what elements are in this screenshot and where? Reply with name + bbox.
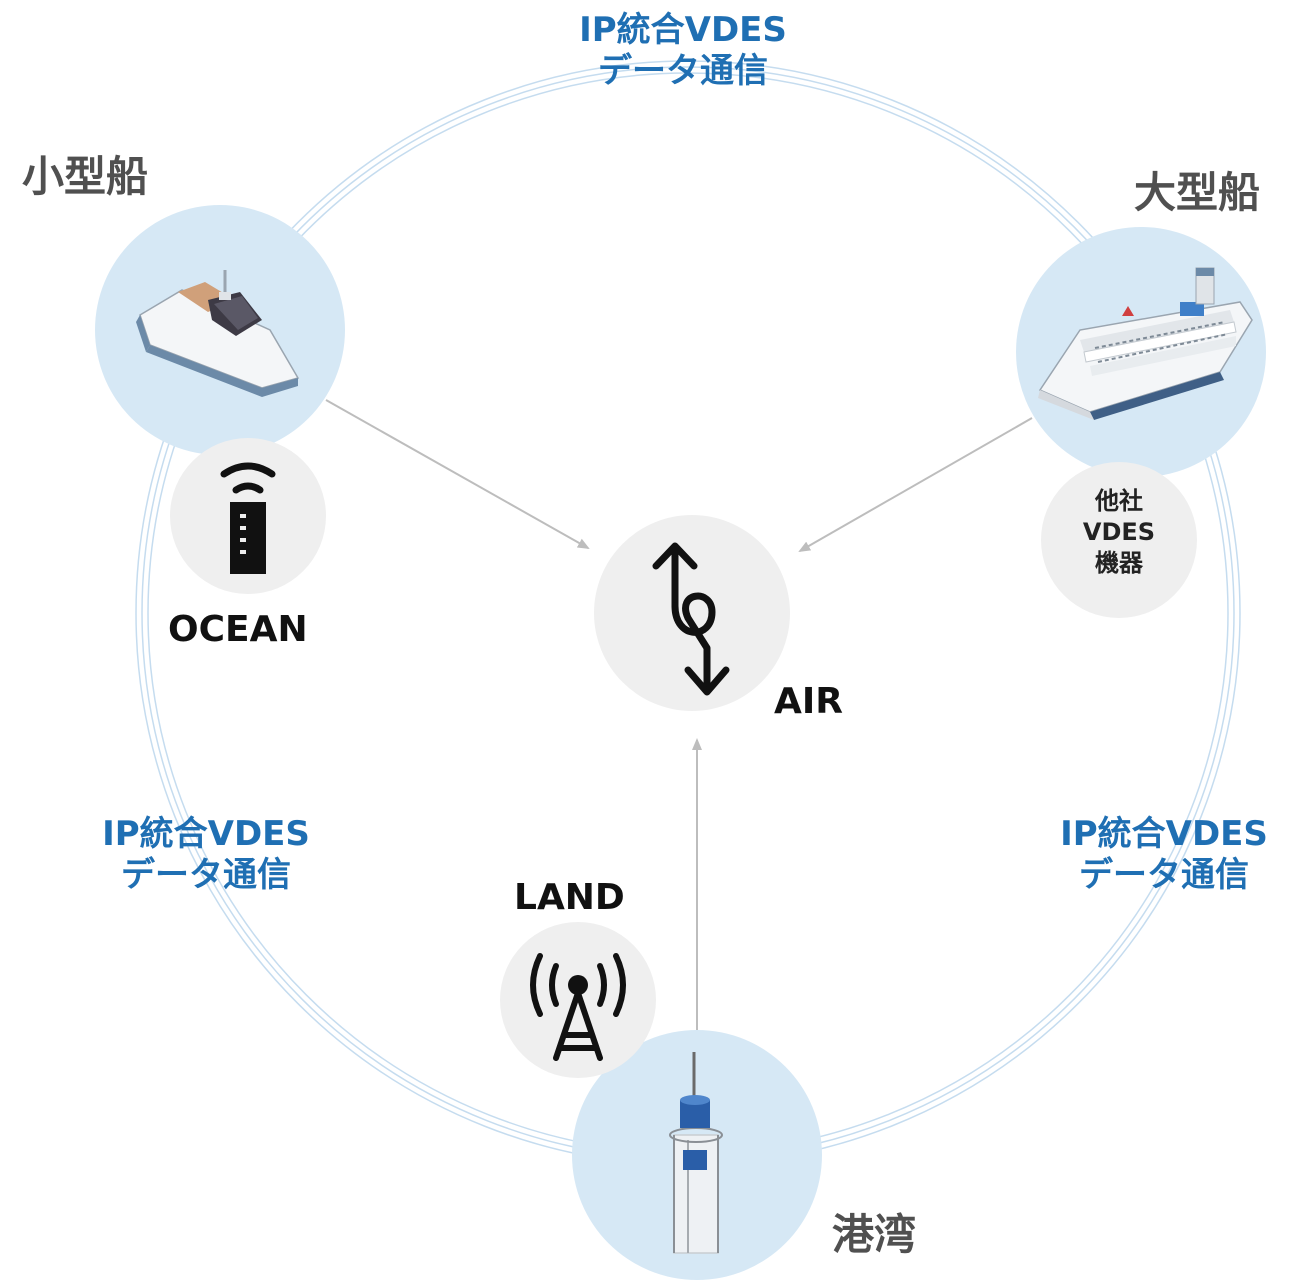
harbor-node — [572, 1030, 822, 1280]
small-ship-label: 小型船 — [22, 152, 149, 201]
other-vendor-label-line2: VDES — [1082, 518, 1156, 547]
air-device — [594, 515, 790, 711]
ocean-transceiver-icon — [220, 462, 276, 574]
harbor-antenna-mast-icon — [669, 1052, 723, 1254]
ocean-device — [170, 438, 326, 594]
link-label-top-line1: IP統合VDES — [579, 10, 787, 50]
other-vendor-label-line1: 他社 — [1095, 487, 1143, 515]
land-label: LAND — [514, 877, 625, 918]
arrows — [325, 399, 1033, 1030]
link-label-top: IP統合VDES データ通信 — [553, 10, 813, 92]
large-ship-node — [1016, 227, 1266, 477]
air-bidirectional-arrow-icon — [652, 542, 730, 696]
link-label-right-line2: データ通信 — [1079, 854, 1249, 895]
other-vendor-label: 他社 VDES 機器 — [1059, 486, 1179, 580]
link-label-right-line1: IP統合VDES — [1060, 814, 1268, 854]
arrow-small-ship-to-air — [325, 399, 590, 549]
small-ship-node — [95, 205, 345, 455]
small-boat-icon — [136, 270, 300, 397]
link-label-left: IP統合VDES データ通信 — [76, 814, 336, 896]
link-label-right: IP統合VDES データ通信 — [1034, 814, 1294, 896]
radio-tower-icon — [530, 953, 626, 1061]
harbor-label: 港湾 — [832, 1210, 917, 1259]
arrow-large-ship-to-air — [798, 417, 1033, 552]
cruise-ship-icon — [1038, 267, 1253, 420]
other-vendor-device — [1041, 462, 1197, 618]
other-vendor-label-line3: 機器 — [1095, 549, 1143, 578]
air-label: AIR — [774, 681, 843, 722]
large-ship-label: 大型船 — [1134, 168, 1261, 217]
link-label-top-line2: データ通信 — [598, 50, 768, 91]
link-label-left-line1: IP統合VDES — [102, 814, 310, 854]
link-label-left-line2: データ通信 — [121, 854, 291, 895]
land-device — [500, 922, 656, 1078]
ocean-label: OCEAN — [168, 609, 308, 650]
